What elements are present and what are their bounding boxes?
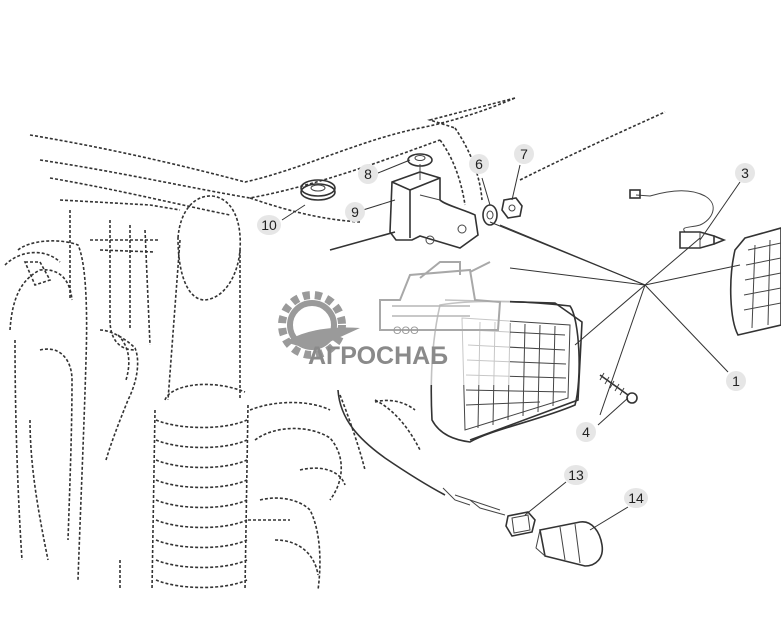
air-filter-ribs — [155, 419, 248, 589]
callout-14: 14 — [624, 488, 648, 508]
leader-lines — [281, 159, 741, 531]
bracket-part-9 — [329, 171, 479, 251]
nut-part-7 — [501, 197, 523, 219]
callout-3-text: 3 — [741, 165, 749, 181]
callout-13-text: 13 — [568, 467, 584, 483]
callout-3: 3 — [735, 163, 755, 183]
callout-10: 10 — [257, 215, 281, 235]
callout-10-text: 10 — [261, 217, 277, 233]
screw-part-4 — [599, 372, 638, 404]
grommet-part-10 — [300, 179, 336, 201]
work-lamp-right — [729, 227, 781, 336]
watermark-logo: ООО АГРОСНАБ — [268, 255, 510, 385]
bulb-part-3 — [629, 189, 727, 249]
callout-9: 9 — [345, 202, 365, 222]
watermark-prefix: ООО — [393, 325, 419, 337]
callout-6-text: 6 — [475, 156, 483, 172]
washer-part-8 — [407, 153, 433, 180]
callout-labels: 1 3 4 6 7 8 9 10 — [257, 144, 755, 508]
callout-8: 8 — [358, 164, 378, 184]
watermark-brand: АГРОСНАБ — [308, 342, 448, 370]
callout-6: 6 — [469, 154, 489, 174]
harvester-icon — [379, 261, 502, 331]
callout-7-text: 7 — [520, 146, 528, 162]
callout-8-text: 8 — [364, 166, 372, 182]
cable-connector-parts — [337, 389, 604, 567]
callout-1-text: 1 — [732, 373, 740, 389]
callout-4: 4 — [576, 422, 596, 442]
callout-7: 7 — [514, 144, 534, 164]
callout-13: 13 — [564, 465, 588, 485]
callout-4-text: 4 — [582, 424, 590, 440]
callout-14-text: 14 — [628, 490, 644, 506]
callout-9-text: 9 — [351, 204, 359, 220]
tractor-body-outline — [4, 97, 666, 591]
gear-icon — [278, 291, 360, 359]
callout-1: 1 — [726, 371, 746, 391]
